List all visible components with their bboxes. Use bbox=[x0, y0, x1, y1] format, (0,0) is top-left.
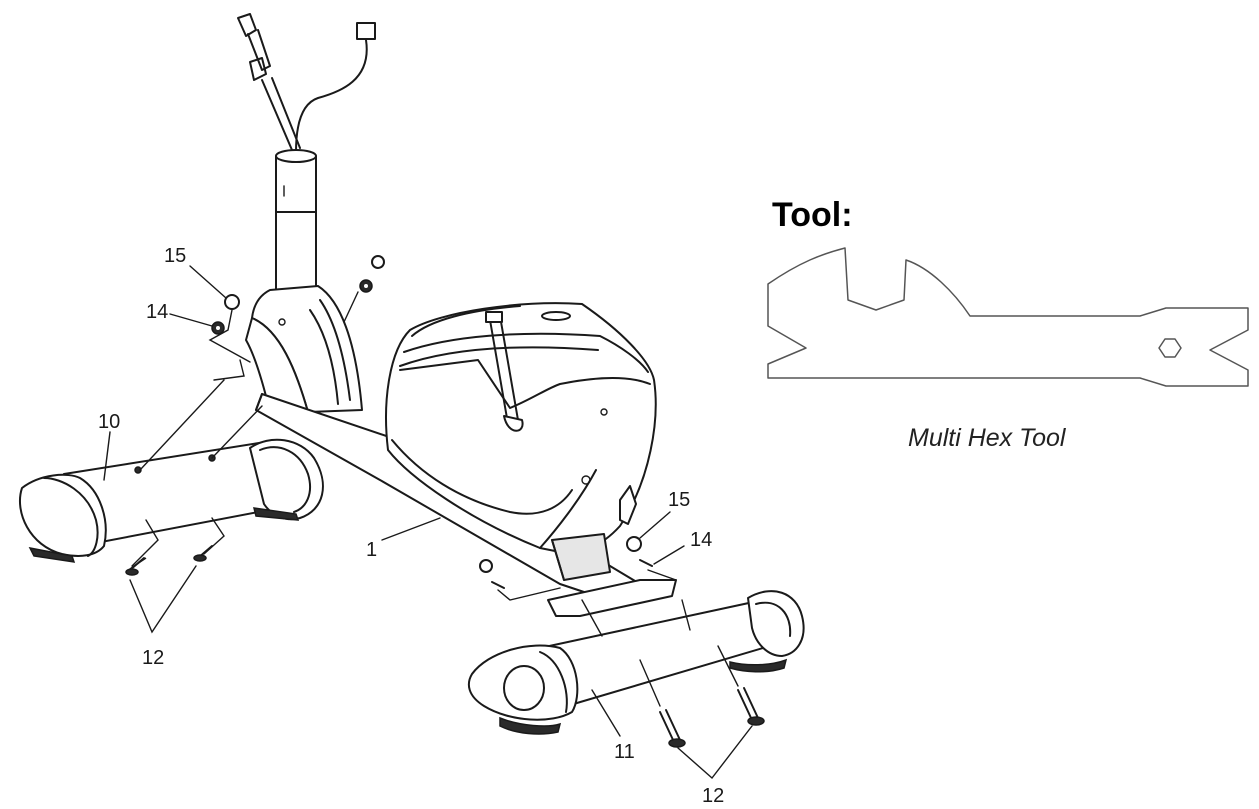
multi-hex-tool-icon bbox=[767, 247, 1249, 387]
front-shroud bbox=[245, 285, 363, 413]
label-part-11: 11 bbox=[614, 741, 635, 763]
flywheel-housing bbox=[385, 302, 657, 581]
front-stabilizer bbox=[19, 438, 324, 563]
rear-stabilizer bbox=[467, 590, 805, 735]
tool-caption: Multi Hex Tool bbox=[908, 424, 1067, 452]
label-part-15-left: 15 bbox=[164, 245, 186, 267]
hex-hole-icon bbox=[1158, 338, 1182, 358]
label-part-12-left: 12 bbox=[142, 647, 164, 669]
callout-leaders bbox=[103, 265, 753, 780]
label-part-10: 10 bbox=[98, 411, 120, 433]
screw-12-left-b bbox=[193, 545, 213, 562]
bolt-15-top-right bbox=[359, 255, 385, 293]
bolt-lower-mid bbox=[479, 559, 505, 589]
console-cable bbox=[295, 22, 376, 153]
side-roller bbox=[619, 485, 637, 525]
washer-14-left bbox=[211, 321, 225, 335]
console-bracket bbox=[237, 13, 301, 151]
bolt-15-left bbox=[224, 294, 240, 310]
label-part-1: 1 bbox=[366, 539, 377, 561]
tool-panel: Tool: Multi Hex Tool bbox=[767, 196, 1249, 452]
upright-post bbox=[275, 149, 317, 291]
tool-heading: Tool: bbox=[772, 196, 853, 234]
screw-12-right-b bbox=[737, 687, 765, 726]
screw-12-right-a bbox=[659, 709, 686, 748]
label-part-14-right: 14 bbox=[690, 529, 712, 551]
label-part-15-right: 15 bbox=[668, 489, 690, 511]
tension-rod bbox=[485, 311, 524, 432]
bolt-15-right bbox=[626, 536, 653, 567]
label-part-12-right: 12 bbox=[702, 785, 724, 807]
guide-lines bbox=[131, 291, 739, 707]
label-part-14-left: 14 bbox=[146, 301, 168, 323]
part-labels: 15 14 10 1 12 15 14 11 12 bbox=[98, 245, 724, 807]
screw-12-left-a bbox=[125, 557, 147, 576]
rear-stabilizer-plate bbox=[547, 579, 677, 617]
